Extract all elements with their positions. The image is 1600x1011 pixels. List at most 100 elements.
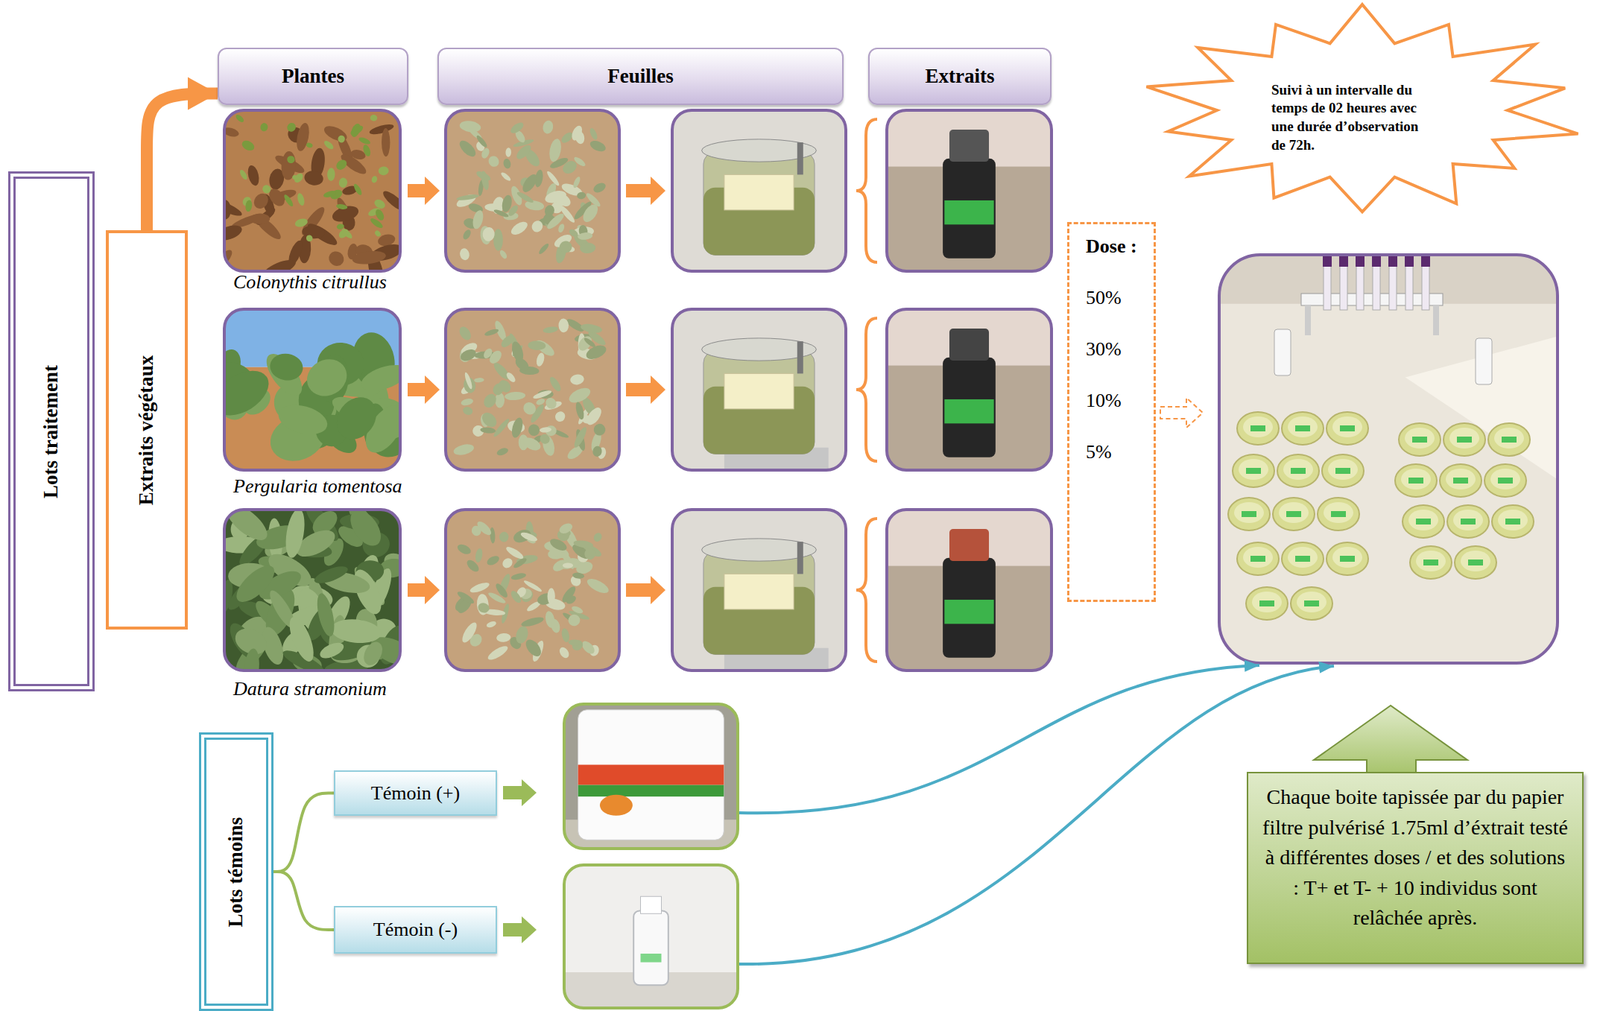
dry-leaf	[567, 639, 582, 647]
dry-leaf	[486, 154, 502, 170]
petri-dish	[1439, 464, 1482, 498]
sprig	[327, 167, 336, 182]
dry-leaf	[489, 526, 496, 544]
dry-leaf	[481, 391, 499, 411]
petri-dish	[1326, 412, 1369, 445]
photo-frame	[445, 110, 620, 272]
dry-leaf	[566, 613, 582, 629]
tube-cap	[1339, 256, 1349, 267]
dry-leaf	[498, 531, 509, 543]
jar-band	[578, 764, 725, 785]
filter-paper	[1415, 550, 1446, 572]
dry-leaf	[504, 544, 525, 562]
sprig	[244, 199, 253, 213]
dish-tag	[1453, 477, 1469, 484]
petri-dish	[1488, 423, 1530, 457]
rack-leg	[1433, 305, 1440, 336]
sprig	[352, 182, 363, 196]
dry-leaf	[502, 157, 512, 170]
petri-dish	[1443, 423, 1486, 457]
filter-paper	[1445, 468, 1476, 490]
dry-leaf	[570, 124, 585, 143]
tube-cap	[1421, 256, 1431, 267]
jar-clasp	[797, 341, 804, 374]
leaf	[240, 647, 261, 671]
dry-leaf	[456, 137, 479, 160]
dry-leaf	[562, 562, 574, 568]
connector	[273, 793, 334, 873]
dry-leaf	[508, 589, 524, 606]
up-arrow	[1313, 705, 1468, 780]
sprig	[370, 175, 378, 184]
dry-leaf	[537, 242, 550, 256]
dish-tag	[1339, 555, 1355, 562]
petri-dish	[1395, 464, 1437, 498]
leaves-photo	[445, 110, 620, 272]
plant-photo	[224, 110, 401, 272]
bush	[274, 400, 331, 440]
dry-leaf	[506, 203, 520, 217]
water-bottle	[633, 910, 669, 986]
dry-leaf	[591, 181, 608, 195]
dry-leaf	[460, 397, 474, 407]
bottle-cap	[949, 529, 989, 562]
leaf	[313, 591, 338, 638]
dry-leaf	[485, 620, 498, 629]
dry-leaf	[558, 318, 569, 333]
dry-leaf	[572, 175, 583, 190]
filter-paper	[1404, 427, 1435, 449]
starburst-shape	[1146, 4, 1578, 212]
node-text: Témoin (-)	[373, 918, 458, 942]
filter-paper	[1497, 509, 1528, 531]
dead-leaf	[260, 256, 298, 272]
bottle	[942, 558, 996, 659]
jar-label	[724, 174, 794, 211]
dead-leaf	[294, 121, 311, 153]
dish-tag	[1501, 436, 1517, 443]
bush	[300, 352, 354, 404]
dead-leaf	[330, 203, 360, 226]
dry-leaf	[487, 348, 504, 366]
dry-leaf	[519, 530, 539, 544]
dry-leaf	[476, 601, 492, 615]
petri-dish	[1402, 505, 1445, 539]
sprig	[336, 203, 349, 211]
sprig	[336, 227, 350, 240]
dry-leaf	[576, 191, 587, 200]
dry-leaf	[520, 615, 545, 629]
node-text: 10%	[1085, 389, 1154, 413]
dry-leaf	[505, 147, 512, 158]
sprig	[372, 197, 387, 211]
dry-leaf	[485, 554, 501, 568]
dry-leaf	[515, 190, 535, 205]
dish-tag	[1468, 559, 1483, 566]
dry-leaf	[573, 155, 588, 169]
dry-leaf	[592, 531, 604, 544]
dry-leaf	[462, 405, 474, 416]
dead-leaf	[249, 213, 270, 225]
sprig	[260, 122, 270, 132]
dry-leaf	[509, 416, 525, 439]
dish-tag	[1460, 518, 1476, 525]
dry-leaf	[456, 589, 476, 606]
dry-leaf	[482, 226, 496, 243]
node-text: 30%	[1085, 337, 1154, 362]
node-text: Chaque boite tapissée par du papier filt…	[1260, 782, 1571, 934]
dry-leaf	[491, 417, 511, 439]
photo-frame	[886, 110, 1052, 272]
node-text: Lots traitement	[40, 364, 64, 498]
curly-brace	[856, 518, 878, 662]
dish-tag	[1295, 555, 1311, 562]
connector	[273, 871, 334, 931]
flow-arrow	[625, 576, 666, 605]
dry-leaf	[508, 120, 526, 136]
filter-paper	[1332, 546, 1363, 568]
dry-leaf	[456, 324, 474, 343]
leaf	[312, 563, 350, 588]
test-tube	[1389, 262, 1397, 311]
dry-leaf	[510, 572, 527, 582]
dry-leaf	[585, 576, 611, 597]
dry-leaf	[458, 347, 478, 363]
petri-dish	[1484, 464, 1527, 498]
photo-frame	[445, 509, 620, 671]
